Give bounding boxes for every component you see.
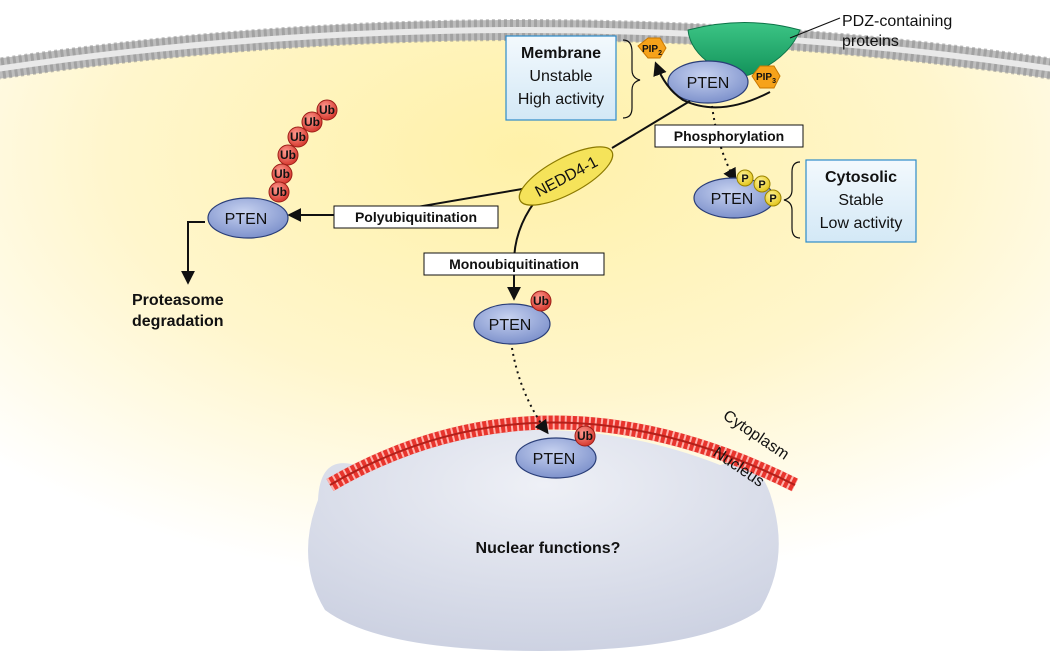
phosphate-3-label: P bbox=[769, 193, 776, 205]
ub-chain-2: Ub bbox=[301, 111, 323, 133]
pip2-subscript: 2 bbox=[658, 50, 662, 57]
proteasome-label-line2: degradation bbox=[132, 313, 224, 330]
ub-chain-3: Ub bbox=[287, 126, 309, 148]
svg-text:Ub: Ub bbox=[304, 115, 320, 129]
ub-nuclear: Ub bbox=[574, 425, 596, 447]
proteasome-arrow bbox=[181, 221, 205, 285]
svg-text:PIP2: PIP2 bbox=[642, 44, 662, 57]
proteasome-label-line1: Proteasome bbox=[132, 292, 224, 309]
pten-monoubiquitinated: PTEN bbox=[473, 303, 551, 345]
pten-cytosolic: PTEN bbox=[693, 177, 775, 219]
pten-nuclear: PTEN bbox=[515, 437, 597, 479]
pten-membrane-label: PTEN bbox=[687, 75, 730, 92]
ub-mono: Ub bbox=[530, 290, 552, 312]
pten-mono-label: PTEN bbox=[489, 317, 532, 334]
membrane-line1: Unstable bbox=[529, 68, 592, 85]
cytosolic-brace bbox=[783, 161, 801, 239]
nedd4-to-membrane-line bbox=[611, 100, 691, 149]
nuclear-functions-label: Nuclear functions? bbox=[476, 540, 621, 557]
svg-text:Ub: Ub bbox=[271, 185, 287, 199]
nuclear-envelope bbox=[326, 415, 799, 492]
pip3-marker: PIP3 bbox=[751, 65, 781, 89]
polyubiquitination-box: Polyubiquitination bbox=[333, 205, 499, 229]
pip3-label: PIP bbox=[756, 72, 772, 83]
membrane-title: Membrane bbox=[521, 45, 601, 62]
nucleus-region bbox=[308, 430, 779, 651]
phosphorylation-arrow bbox=[711, 105, 737, 183]
ub-mono-label: Ub bbox=[533, 294, 549, 308]
pdz-leader-line bbox=[789, 17, 841, 39]
phosphate-2: P bbox=[753, 175, 771, 193]
pten-poly-label: PTEN bbox=[225, 211, 268, 228]
ub-chain-5: Ub bbox=[271, 163, 293, 185]
polyubiquitination-label: Polyubiquitination bbox=[355, 209, 477, 225]
ub-chain: Ub Ub Ub Ub Ub Ub bbox=[268, 99, 338, 203]
ub-chain-1: Ub bbox=[316, 99, 338, 121]
pdz-label-line1: PDZ-containing bbox=[842, 13, 952, 30]
phosphate-1: P bbox=[736, 169, 754, 187]
cytosolic-title: Cytosolic bbox=[825, 169, 897, 186]
plasma-membrane bbox=[0, 19, 1050, 80]
phosphorylation-label: Phosphorylation bbox=[674, 128, 784, 144]
ub-chain-4: Ub bbox=[277, 144, 299, 166]
phosphate-1-label: P bbox=[741, 173, 748, 185]
phosphorylation-box: Phosphorylation bbox=[654, 124, 804, 148]
cytosolic-info-box: Cytosolic Stable Low activity bbox=[805, 159, 917, 243]
pten-polyubiquitinated: PTEN bbox=[207, 197, 289, 239]
cytosolic-line2: Low activity bbox=[820, 215, 903, 232]
phosphate-2-label: P bbox=[758, 179, 765, 191]
svg-text:Ub: Ub bbox=[290, 130, 306, 144]
cytosolic-line1: Stable bbox=[838, 192, 883, 209]
ub-chain-6: Ub bbox=[268, 181, 290, 203]
svg-text:Ub: Ub bbox=[274, 167, 290, 181]
membrane-info-box: Membrane Unstable High activity bbox=[505, 35, 617, 121]
pten-membrane: PTEN bbox=[667, 60, 749, 104]
svg-text:PIP3: PIP3 bbox=[756, 72, 776, 85]
monoubiquitination-box: Monoubiquitination bbox=[423, 252, 605, 276]
pten-nuclear-label: PTEN bbox=[533, 451, 576, 468]
ub-nuclear-label: Ub bbox=[577, 429, 593, 443]
monoubiquitination-label: Monoubiquitination bbox=[449, 256, 579, 272]
pip3-to-pip2-arrow bbox=[653, 61, 771, 109]
svg-text:Ub: Ub bbox=[319, 103, 335, 117]
pten-cytosolic-label: PTEN bbox=[711, 191, 754, 208]
svg-text:Ub: Ub bbox=[280, 148, 296, 162]
pip2-marker: PIP2 bbox=[637, 37, 667, 59]
pdz-label-line2: proteins bbox=[842, 33, 899, 50]
phosphate-3: P bbox=[764, 189, 782, 207]
membrane-line2: High activity bbox=[518, 91, 604, 108]
pip3-subscript: 3 bbox=[772, 78, 776, 85]
pip2-label: PIP bbox=[642, 44, 658, 55]
membrane-brace bbox=[622, 39, 641, 119]
